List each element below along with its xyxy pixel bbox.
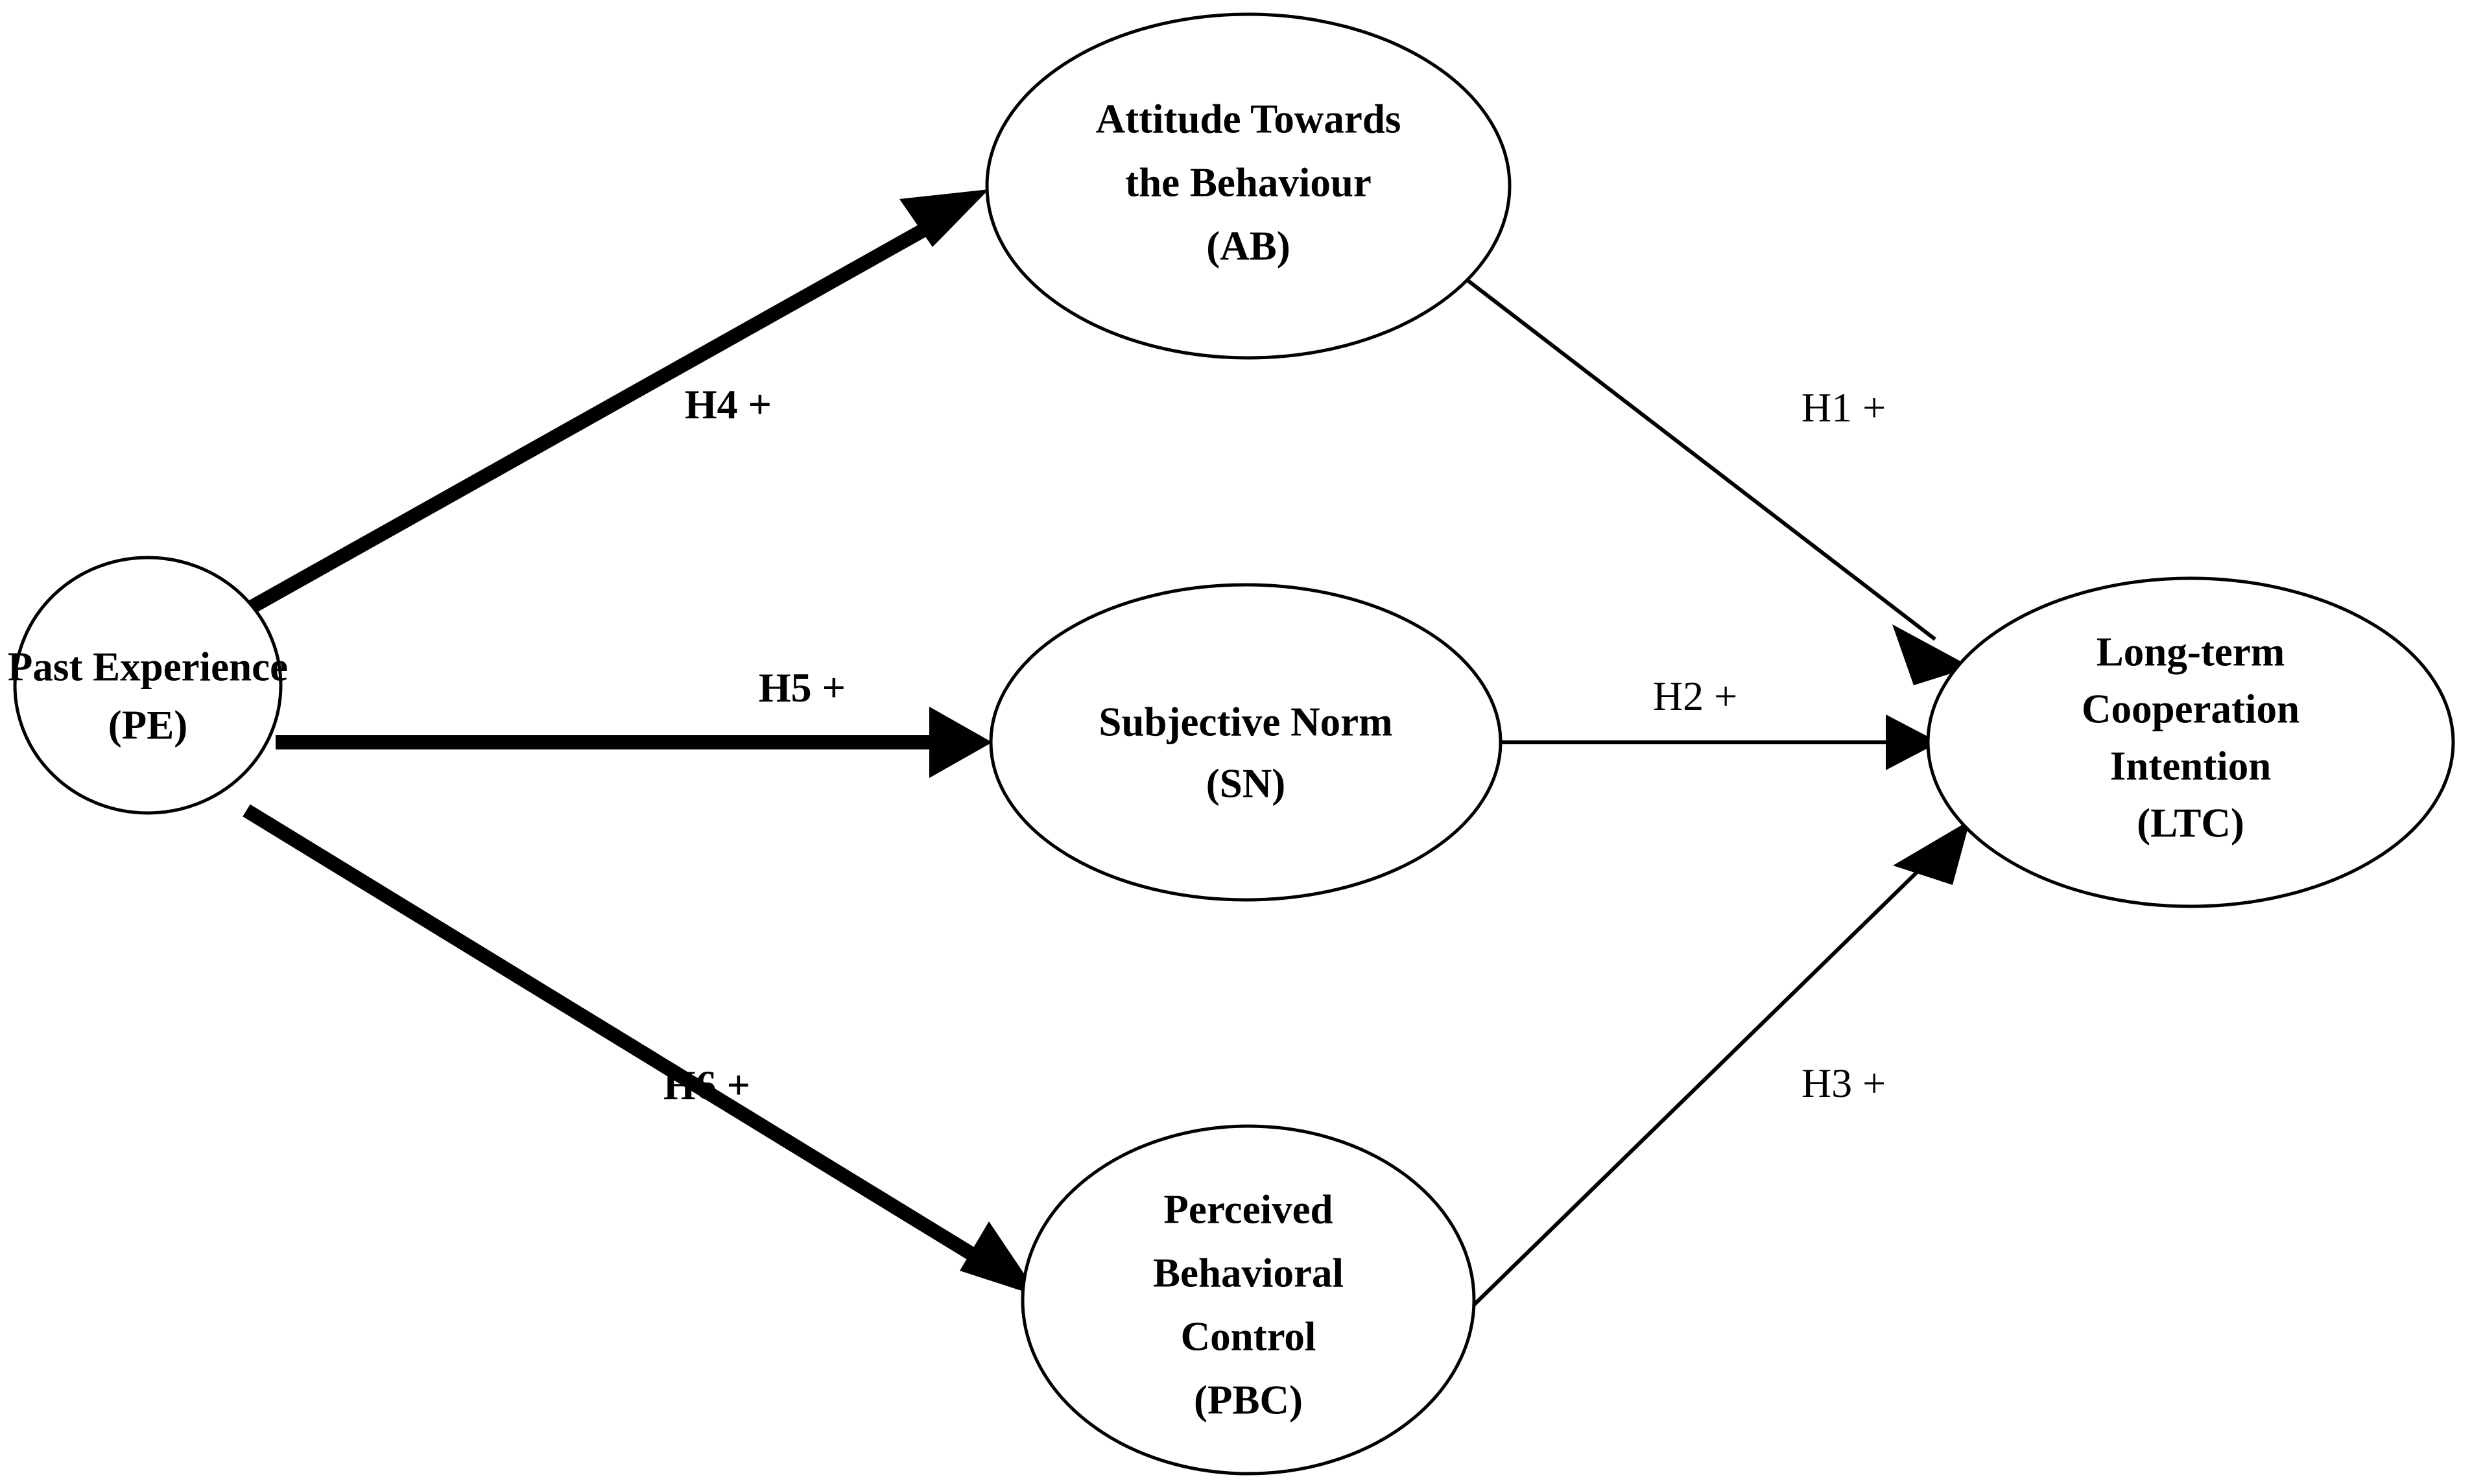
pbc-label-line1: Perceived (1163, 1186, 1333, 1232)
edge-pe-to-ab-line (241, 212, 948, 617)
edge-pe-to-sn (276, 707, 992, 778)
ltc-label-line4: (LTC) (2137, 800, 2244, 845)
pbc-label-line3: Control (1181, 1313, 1316, 1359)
edge-pbc-to-ltc (1454, 820, 1970, 1325)
edge-label-h2: H2 + (1653, 673, 1737, 719)
past-experience-label-line1: Past Experience (8, 644, 288, 689)
past-experience-label-line2: (PE) (108, 702, 187, 748)
edge-pbc-to-ltc-arrowhead (1893, 820, 1970, 885)
edge-ab-to-ltc-line (1464, 277, 1936, 641)
long-term-cooperation-intention-ellipse[interactable] (1926, 576, 2455, 908)
edge-pe-to-sn-arrowhead (929, 707, 992, 778)
node-subjective-norm[interactable]: Subjective Norm (SN) (989, 583, 1503, 902)
edge-sn-to-ltc-arrowhead (1886, 714, 1939, 770)
edge-ab-to-ltc (1464, 277, 1971, 685)
edge-sn-to-ltc (1501, 714, 1939, 770)
edge-label-h1: H1 + (1801, 384, 1886, 430)
edge-label-h5: H5 + (759, 665, 846, 711)
edge-ab-to-ltc-arrowhead (1892, 624, 1971, 685)
attitude-label-line2: the Behaviour (1125, 159, 1372, 205)
pbc-label-line4: (PBC) (1194, 1377, 1303, 1422)
subjective-norm-label-line1: Subjective Norm (1099, 699, 1392, 744)
subjective-norm-label-line2: (SN) (1206, 760, 1286, 806)
node-past-experience[interactable]: Past Experience (PE) (8, 556, 288, 815)
attitude-label-line1: Attitude Towards (1096, 96, 1401, 141)
ltc-label-line2: Cooperation (2082, 686, 2300, 731)
edge-label-h4: H4 + (685, 381, 772, 427)
edge-pe-to-pbc-arrowhead (960, 1221, 1040, 1297)
ltc-label-line1: Long-term (2097, 629, 2285, 674)
edge-pe-to-ab-arrowhead (899, 189, 989, 247)
node-perceived-behavioral-control[interactable]: Perceived Behavioral Control (PBC) (1021, 1124, 1476, 1476)
past-experience-ellipse[interactable] (13, 556, 283, 815)
edge-label-h6: H6 + (663, 1062, 750, 1108)
attitude-label-line3: (AB) (1206, 223, 1290, 268)
node-attitude-towards-the-behaviour[interactable]: Attitude Towards the Behaviour (AB) (985, 12, 1512, 360)
node-long-term-cooperation-intention[interactable]: Long-term Cooperation Intention (LTC) (1926, 576, 2455, 908)
ltc-label-line3: Intention (2110, 743, 2272, 788)
perceived-behavioral-control-ellipse[interactable] (1021, 1124, 1476, 1476)
edge-pe-to-pbc-line (243, 804, 999, 1275)
subjective-norm-ellipse[interactable] (989, 583, 1503, 902)
edge-pbc-to-ltc-line (1454, 854, 1936, 1325)
pbc-label-line2: Behavioral (1153, 1250, 1344, 1295)
edge-pe-to-ab (241, 189, 989, 617)
edge-pe-to-pbc (243, 804, 1040, 1297)
edge-label-h3: H3 + (1801, 1060, 1886, 1106)
attitude-towards-the-behaviour-ellipse[interactable] (985, 12, 1512, 360)
